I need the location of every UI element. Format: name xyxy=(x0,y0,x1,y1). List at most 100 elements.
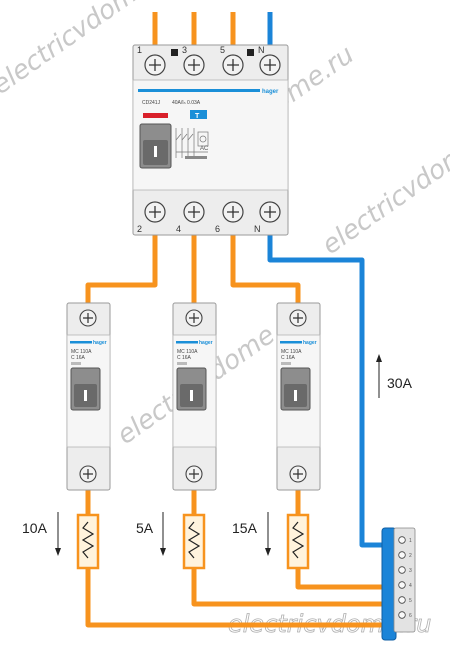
bus-terminal-label: 5 xyxy=(409,598,412,604)
screw-icon xyxy=(289,465,307,483)
screw-icon xyxy=(185,465,203,483)
breaker-model: MC 110A xyxy=(281,349,302,355)
screw-icon xyxy=(259,201,281,223)
terminal-label: 2 xyxy=(137,224,142,234)
terminal-label: 4 xyxy=(176,224,181,234)
brand-stripe xyxy=(70,341,92,344)
breaker-model: MC 110A xyxy=(71,349,92,355)
screw-icon xyxy=(222,54,244,76)
screw-icon xyxy=(289,309,307,327)
breaker-lever-mark xyxy=(190,390,193,401)
screw-icon xyxy=(222,201,244,223)
rcd-brand: hager xyxy=(262,89,279,95)
screw-icon xyxy=(183,54,205,76)
arrow-down-icon xyxy=(160,512,166,556)
bus-terminal-label: 1 xyxy=(409,538,412,544)
brand-stripe xyxy=(138,89,260,92)
watermark-text: electricvdome.ru xyxy=(317,110,450,261)
breaker-model: MC 110A xyxy=(177,349,198,355)
terminal-label: 1 xyxy=(137,45,142,55)
screw-icon xyxy=(398,611,406,619)
load-2 xyxy=(182,513,206,570)
phase-wires xyxy=(85,12,392,628)
screw-icon xyxy=(144,54,166,76)
current-label-load2: 5A xyxy=(136,520,154,536)
rcd-model: CD241J xyxy=(142,100,161,106)
breaker-brand: hager xyxy=(93,340,107,346)
wire-load2-to-bus xyxy=(191,568,392,607)
circuit-breaker-3: hager MC 110A C 16A xyxy=(276,302,321,491)
rcd-top-terminals: 1 3 5 N xyxy=(137,45,281,76)
wire-rcd-to-breaker1 xyxy=(85,225,158,305)
circuit-schematic-icon xyxy=(175,128,209,158)
breaker-rating: C 16A xyxy=(71,355,86,361)
screw-icon xyxy=(398,551,406,559)
screw-icon xyxy=(183,201,205,223)
rcd-bottom-terminals: 2 4 6 N xyxy=(137,201,281,234)
wire-rcd-to-breaker3 xyxy=(230,225,301,305)
lock-tab xyxy=(247,49,254,56)
wire-rcd-neutral-to-bus xyxy=(267,225,382,548)
terminal-label: N xyxy=(254,224,261,234)
current-label-load1: 10A xyxy=(22,520,48,536)
load-3 xyxy=(286,513,310,570)
breaker-brand: hager xyxy=(303,340,317,346)
zigzag-icon xyxy=(81,521,95,559)
breaker-lever-mark xyxy=(84,390,87,401)
rcd-label-plate xyxy=(185,156,207,159)
neutral-wires xyxy=(267,12,382,548)
screw-icon xyxy=(185,309,203,327)
test-button[interactable] xyxy=(190,110,207,119)
rcd-lever-mark xyxy=(154,146,157,157)
terminal-label: 3 xyxy=(182,45,187,55)
current-label-load3: 15A xyxy=(232,520,258,536)
current-annotations: 10A 5A 15A 30A xyxy=(22,354,413,556)
zigzag-icon xyxy=(291,521,305,559)
screw-icon xyxy=(398,596,406,604)
bus-terminal-label: 3 xyxy=(409,568,412,574)
brand-stripe xyxy=(176,341,198,344)
current-label-neutral: 30A xyxy=(387,375,413,391)
terminal-label: 5 xyxy=(220,45,225,55)
bus-terminal-label: 6 xyxy=(409,613,412,619)
bus-screws xyxy=(398,536,406,619)
breaker-brand: hager xyxy=(199,340,213,346)
rcd-type-label: AC xyxy=(200,146,209,152)
terminal-label: N xyxy=(258,45,265,55)
screw-icon xyxy=(144,201,166,223)
zigzag-icon xyxy=(187,521,201,559)
breaker-rating: C 16A xyxy=(177,355,192,361)
wire-load1-to-bus xyxy=(85,568,392,628)
breaker-rating: C 16A xyxy=(281,355,296,361)
wire-load3-to-bus xyxy=(295,568,392,590)
screw-icon xyxy=(398,566,406,574)
resistor-icon xyxy=(182,513,206,570)
rcd-device: 1 3 5 N hager CD241J 40A/Iₙ 0.03A T xyxy=(132,44,289,236)
breaker-label-plate xyxy=(71,362,81,365)
breaker-label-plate xyxy=(177,362,187,365)
load-1 xyxy=(76,513,100,570)
resistor-icon xyxy=(286,513,310,570)
arrow-down-icon xyxy=(55,512,61,556)
resistor-icon xyxy=(76,513,100,570)
bus-terminal-label: 2 xyxy=(409,553,412,559)
brand-stripe xyxy=(280,341,302,344)
terminal-label: 6 xyxy=(215,224,220,234)
breaker-label-plate xyxy=(281,362,291,365)
circuit-breaker-2: hager MC 110A C 16A xyxy=(172,302,217,491)
screw-icon xyxy=(79,465,97,483)
bus-terminal-label: 4 xyxy=(409,583,412,589)
test-button-label: T xyxy=(195,113,200,120)
screw-icon xyxy=(398,536,406,544)
screw-icon xyxy=(79,309,97,327)
trip-indicator xyxy=(143,113,168,118)
arrow-down-icon xyxy=(265,512,271,556)
circuit-breaker-1: hager MC 110A C 16A xyxy=(66,302,111,491)
breaker-lever-mark xyxy=(294,390,297,401)
lock-tab xyxy=(171,49,178,56)
screw-icon xyxy=(259,54,281,76)
arrow-up-icon xyxy=(376,354,382,398)
screw-icon xyxy=(398,581,406,589)
rcd-rating: 40A/Iₙ 0.03A xyxy=(172,100,201,106)
